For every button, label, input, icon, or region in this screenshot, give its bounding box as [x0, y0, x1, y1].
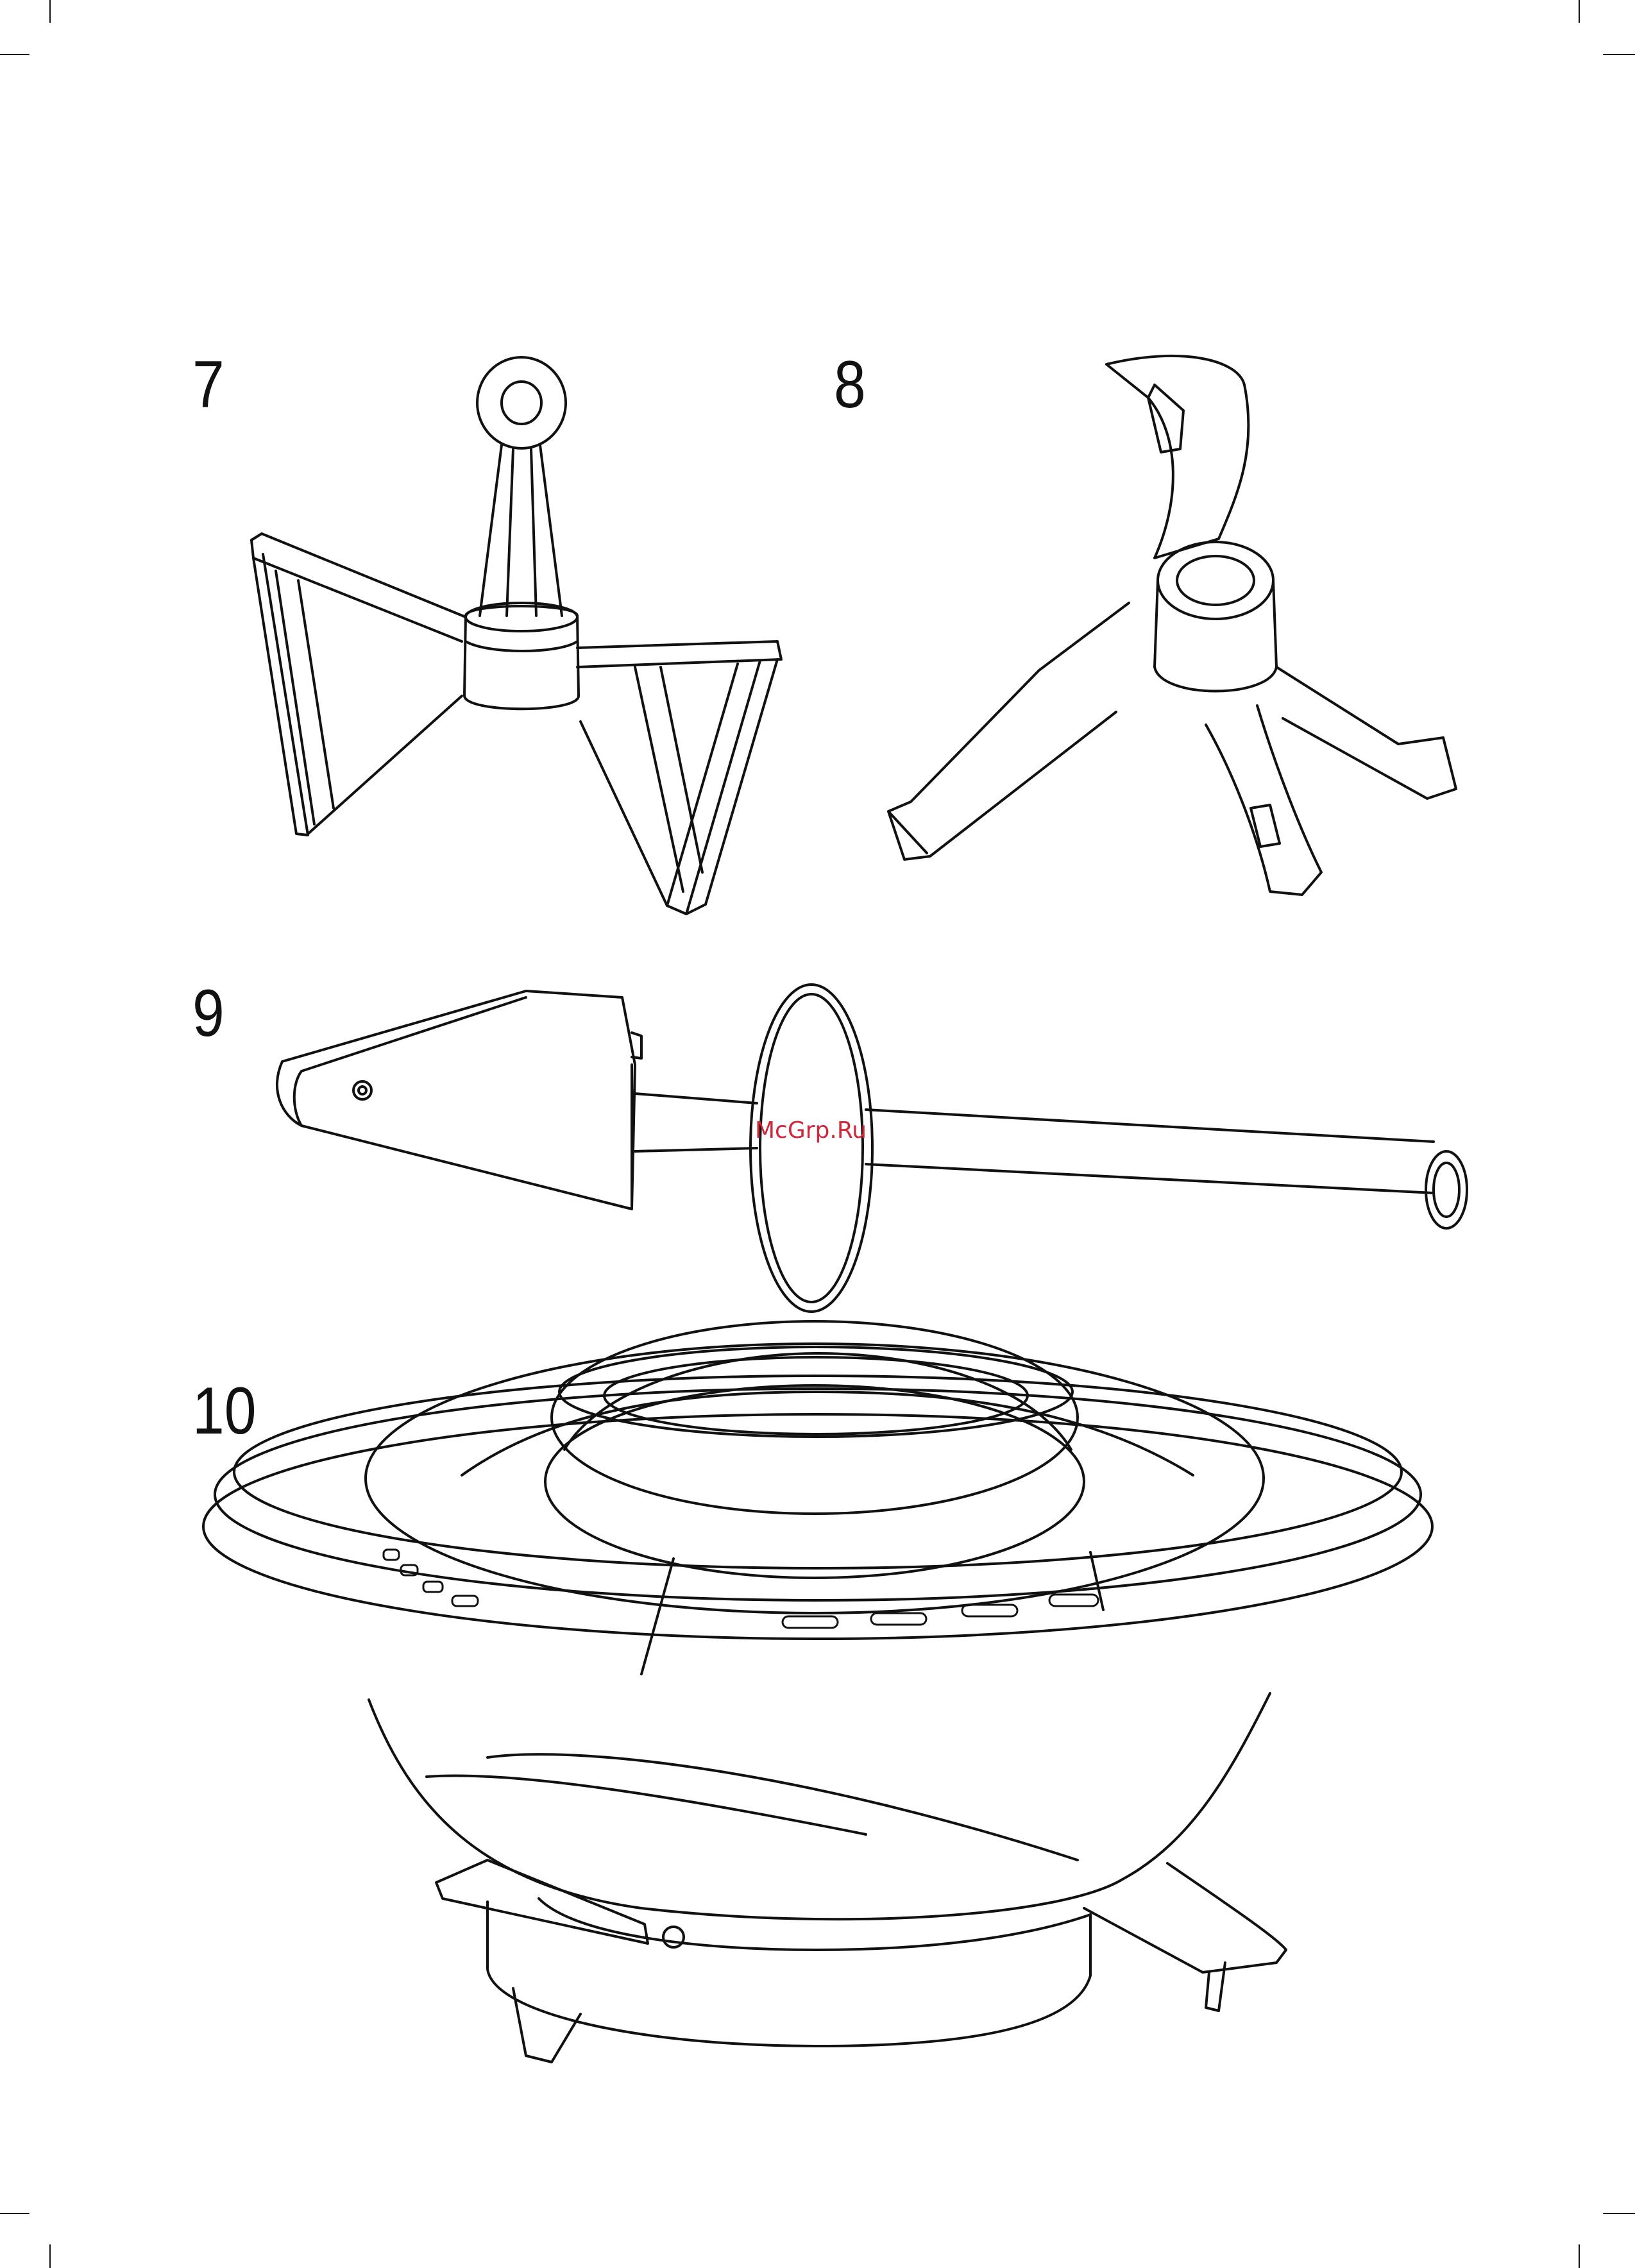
- lid-vents: [384, 1550, 1098, 1628]
- watermark-text: McGrp.Ru: [755, 1119, 867, 1142]
- figure-number-7: 7: [192, 351, 224, 418]
- chopping-blade-drawing: [888, 356, 1456, 895]
- figure-number-9: 9: [192, 980, 224, 1047]
- kneading-hook-drawing: [251, 357, 781, 914]
- figure-number-10: 10: [192, 1378, 256, 1444]
- spatula-drawing: [277, 985, 1467, 1312]
- figure-number-8: 8: [834, 351, 866, 418]
- bowl-drawing: [203, 1321, 1432, 2062]
